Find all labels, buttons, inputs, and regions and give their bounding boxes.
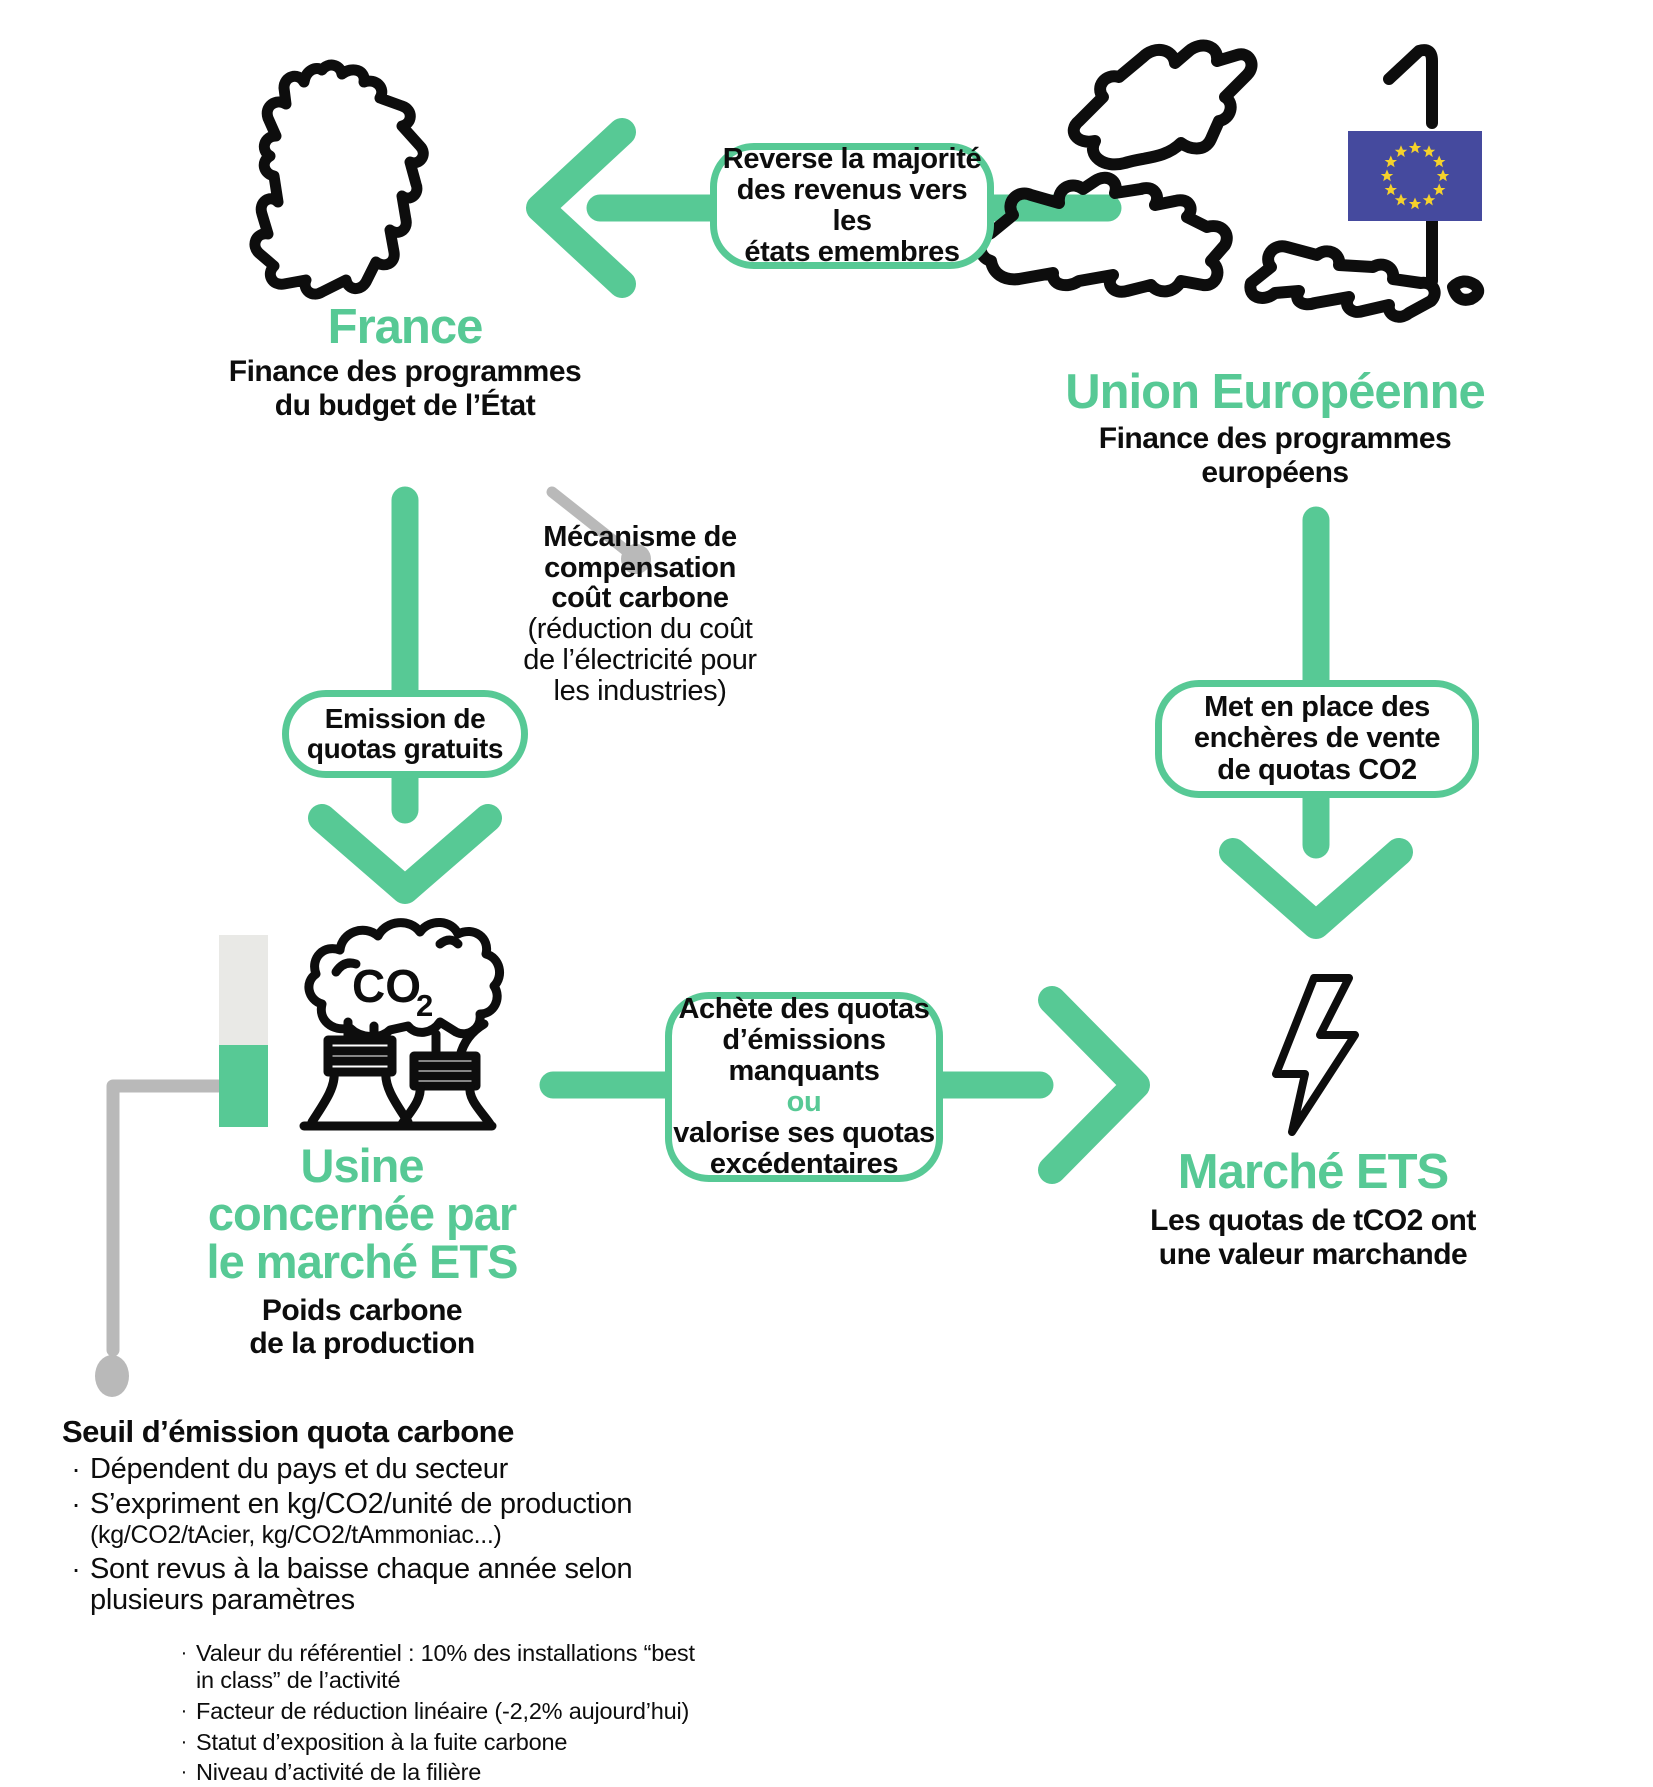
- list-item: · S’expriment en kg/CO2/unité de product…: [62, 1488, 702, 1521]
- france-subtitle: Finance des programmes du budget de l’Ét…: [228, 354, 582, 422]
- list-item: · Statut d’exposition à la fuite carbone: [172, 1729, 702, 1757]
- pointer-mecanisme: [546, 486, 651, 574]
- seuil-subitem-1: Valeur du référentiel : 10% des installa…: [196, 1639, 695, 1694]
- usine-subtitle: Poids carbone de la production: [249, 1293, 475, 1361]
- mecanisme-regular: (réduction du coût de l’électricité pour…: [523, 613, 757, 707]
- seuil-heading: Seuil d’émission quota carbone: [62, 1414, 514, 1449]
- marche-subtitle: Les quotas de tCO2 ont une valeur marcha…: [1150, 1203, 1476, 1271]
- list-item: · Niveau d’activité de la filière: [172, 1759, 702, 1787]
- pointer-seuil: [95, 1079, 225, 1397]
- france-title: France: [327, 300, 484, 354]
- seuil-subitem-4: Niveau d’activité de la filière: [196, 1759, 482, 1786]
- achete-sell-text: valorise ses quotas excédentaires: [673, 1117, 935, 1181]
- france-map-icon: [249, 59, 429, 300]
- node-eu: Union Européenne Finance des programmes …: [1025, 365, 1525, 489]
- seuil-section: Seuil d’émission quota carbone · Dépende…: [62, 1414, 702, 1787]
- bullet-icon: ·: [71, 1453, 81, 1484]
- eu-subtitle: Finance des programmes européens: [1098, 421, 1452, 489]
- label-usine-to-marche: Achète des quotas d’émissions manquants …: [665, 992, 943, 1182]
- europe-map-icon: [975, 39, 1485, 323]
- seuil-item-3: Sont revus à la baisse chaque année selo…: [90, 1552, 633, 1616]
- seuil-subitem-3: Statut d’exposition à la fuite carbone: [196, 1728, 568, 1755]
- lightning-bolt-icon: [1272, 974, 1359, 1136]
- seuil-sublist: · Valeur du référentiel : 10% des instal…: [172, 1640, 702, 1787]
- co2-subscript: 2: [416, 988, 433, 1023]
- list-item: · Dépendent du pays et du secteur: [62, 1453, 702, 1485]
- node-usine: Usine concernée par le marché ETS Poids …: [112, 1142, 612, 1361]
- bullet-icon: ·: [180, 1641, 188, 1664]
- mecanisme-note: Mécanisme de compensation coût carbone (…: [490, 522, 790, 706]
- seuil-item-1: Dépendent du pays et du secteur: [90, 1453, 508, 1485]
- quota-gauge-icon: [219, 935, 268, 1127]
- seuil-subitem-2: Facteur de réduction linéaire (-2,2% auj…: [196, 1698, 690, 1724]
- label-eu-to-france: Reverse la majorité des revenus vers les…: [710, 143, 994, 269]
- node-france: France Finance des programmes du budget …: [155, 300, 655, 422]
- bullet-icon: ·: [71, 1488, 81, 1520]
- seuil-item-2: S’expriment en kg/CO2/unité de productio…: [90, 1488, 633, 1521]
- list-item: · Valeur du référentiel : 10% des instal…: [172, 1640, 702, 1695]
- list-item: · Sont revus à la baisse chaque année se…: [62, 1552, 702, 1616]
- node-marche: Marché ETS Les quotas de tCO2 ont une va…: [1063, 1145, 1563, 1271]
- seuil-item-2-note: (kg/CO2/tAcier, kg/CO2/tAmmoniac...): [90, 1521, 502, 1550]
- label-france-down: Emission de quotas gratuits: [282, 690, 528, 778]
- eu-flag-icon: [1348, 131, 1482, 221]
- label-eu-down: Met en place des enchères de vente de qu…: [1155, 680, 1479, 798]
- achete-buy-text: Achète des quotas d’émissions manquants: [678, 992, 930, 1087]
- bullet-icon: ·: [71, 1552, 81, 1584]
- marche-title: Marché ETS: [1177, 1145, 1449, 1199]
- achete-or-text: ou: [786, 1086, 822, 1118]
- bullet-icon: ·: [180, 1730, 188, 1753]
- list-item: · Facteur de réduction linéaire (-2,2% a…: [172, 1698, 702, 1726]
- eu-flag-stars: [1380, 141, 1450, 210]
- factory-co2-icon: CO 2: [299, 918, 505, 1131]
- bullet-icon: ·: [180, 1700, 188, 1722]
- bullet-icon: ·: [180, 1761, 188, 1784]
- usine-title: Usine concernée par le marché ETS: [206, 1139, 519, 1288]
- mecanisme-bold: Mécanisme de compensation coût carbone: [543, 521, 737, 615]
- co2-label: CO: [352, 960, 421, 1012]
- eu-title: Union Européenne: [1065, 365, 1486, 419]
